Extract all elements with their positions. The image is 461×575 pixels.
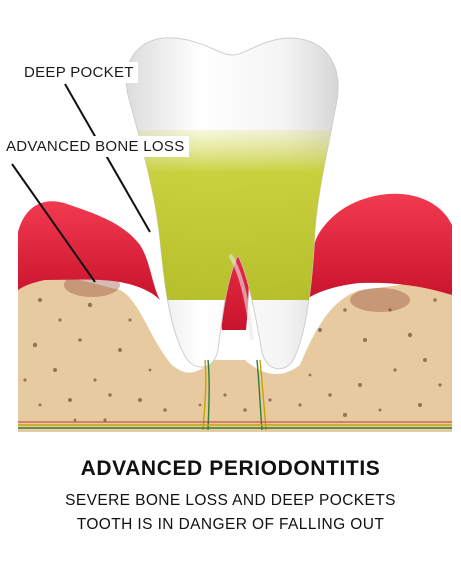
periodontitis-illustration xyxy=(11,37,452,432)
deep-pocket-pointer xyxy=(64,83,151,233)
deep-pocket-label: DEEP POCKET xyxy=(20,62,138,83)
bone-loss-pointer xyxy=(11,163,96,283)
caption: ADVANCED PERIODONTITIS SEVERE BONE LOSS … xyxy=(0,457,461,537)
caption-line-1: SEVERE BONE LOSS AND DEEP POCKETS xyxy=(65,492,396,509)
nerve-lines xyxy=(18,359,452,431)
gum-icon xyxy=(18,201,160,300)
bone-pores xyxy=(23,298,442,422)
caption-line-2: TOOTH IS IN DANGER OF FALLING OUT xyxy=(76,516,385,533)
caption-title: ADVANCED PERIODONTITIS xyxy=(80,457,381,480)
gum-right xyxy=(305,193,452,300)
bone-icon xyxy=(18,255,452,432)
tooth-icon xyxy=(125,37,339,370)
bone-loss-label: ADVANCED BONE LOSS xyxy=(2,136,189,157)
